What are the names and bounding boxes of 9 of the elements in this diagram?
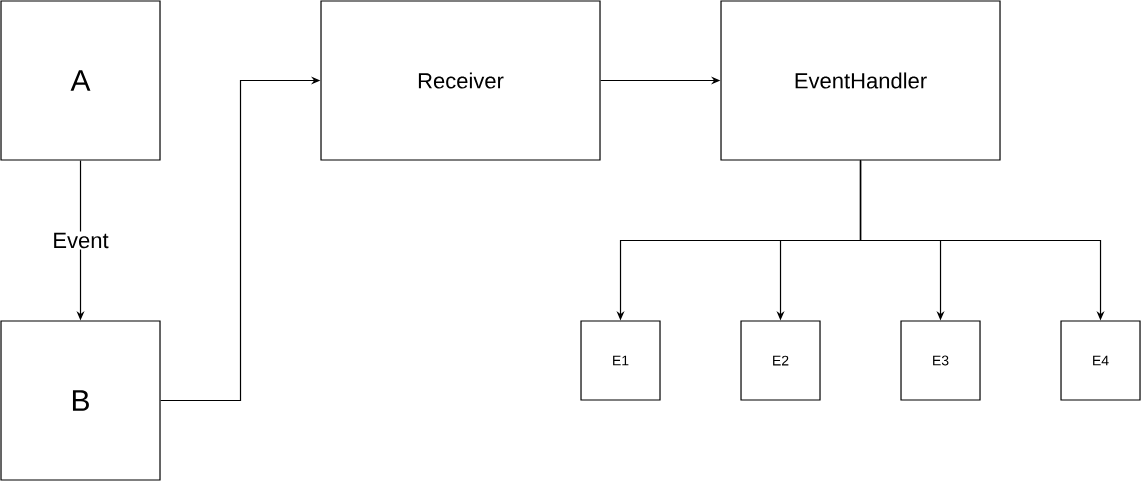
process-box: Receiver (320, 0, 601, 161)
process-box: EventHandler (720, 0, 1001, 161)
process-box: B (0, 320, 161, 481)
edge-label: Event (54, 232, 109, 249)
process-box: E3 (900, 320, 981, 401)
process-box: E1 (580, 320, 661, 401)
process-box: A (0, 0, 161, 161)
process-box: E4 (1060, 320, 1141, 401)
process-box: E2 (740, 320, 821, 401)
